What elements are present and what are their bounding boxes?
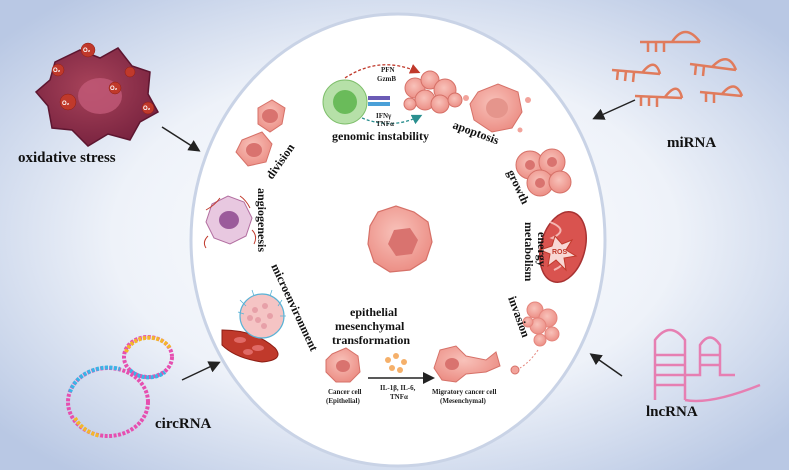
emt-title-line1: epithelial bbox=[350, 305, 398, 319]
migratory-cell-label: Migratory cancer cell bbox=[432, 388, 496, 396]
oxidative-stress-label: oxidative stress bbox=[18, 150, 116, 166]
lncrna-arrow bbox=[589, 353, 623, 377]
invasion-cluster-icon bbox=[522, 301, 560, 347]
o2-label: O₂ bbox=[83, 48, 91, 54]
angiogenesis-cell-icon bbox=[203, 195, 257, 249]
apoptosis-cell-icon bbox=[463, 83, 531, 133]
cytokines-label-line2: TNFα bbox=[390, 393, 408, 401]
microenvironment-icon bbox=[221, 289, 286, 363]
mesenchymal-label: (Mesenchymal) bbox=[440, 397, 487, 405]
mirna-label: miRNA bbox=[667, 135, 716, 151]
growth-nuclei bbox=[525, 157, 557, 188]
metabolism-label: metabolism bbox=[522, 222, 536, 281]
o2-label: O₂ bbox=[53, 68, 61, 74]
o2-label: O₂ bbox=[143, 106, 151, 112]
division-cell-icon bbox=[235, 99, 286, 167]
pfn-label: PFN bbox=[381, 66, 395, 74]
lncrna-label: lncRNA bbox=[646, 404, 698, 420]
receptor-icon bbox=[368, 96, 390, 106]
epithelial-cell-icon bbox=[325, 347, 361, 383]
cancer-cell-label: Cancer cell bbox=[328, 388, 362, 396]
emt-title-line3: transformation bbox=[332, 333, 410, 347]
oxidative-stress-arrow bbox=[161, 126, 201, 152]
o2-label: O₂ bbox=[62, 101, 70, 107]
circrna-arrow bbox=[181, 361, 221, 381]
mesenchymal-cell-icon bbox=[433, 345, 501, 383]
pfn-arrow bbox=[344, 64, 421, 79]
mitochondrion-icon: ROS bbox=[538, 211, 587, 283]
lncrna-icon bbox=[653, 328, 761, 403]
circrna-label: circRNA bbox=[155, 416, 212, 432]
oxidative-stress-cell: O₂ O₂ O₂ O₂ O₂ bbox=[34, 42, 160, 147]
tnfa-label: TNFα bbox=[376, 120, 394, 128]
circrna-icon bbox=[66, 335, 174, 438]
epithelial-label: (Epithelial) bbox=[326, 397, 361, 405]
central-cancer-cell bbox=[367, 205, 433, 273]
energy-label: energy bbox=[535, 232, 549, 267]
ros-label: ROS bbox=[552, 249, 568, 256]
ifn-arrow bbox=[361, 114, 423, 125]
mirna-arrow bbox=[592, 99, 636, 120]
genomic-instability-label: genomic instability bbox=[332, 129, 429, 143]
cytokines-label-line1: IL-1β, IL-6, bbox=[380, 384, 416, 392]
o2-label: O₂ bbox=[110, 86, 118, 92]
immune-cell-icon bbox=[322, 79, 368, 125]
ifng-label: IFNγ bbox=[376, 112, 392, 120]
cytokine-dots bbox=[385, 353, 407, 373]
invasion-path bbox=[519, 349, 539, 369]
mirna-icon bbox=[611, 30, 744, 107]
angiogenesis-label: angiogenesis bbox=[255, 188, 269, 252]
fragmented-cell-icon bbox=[403, 70, 463, 114]
emt-title-line2: mesenchymal bbox=[335, 319, 405, 333]
invading-cell bbox=[510, 365, 520, 375]
gzmb-label: GzmB bbox=[377, 75, 396, 83]
